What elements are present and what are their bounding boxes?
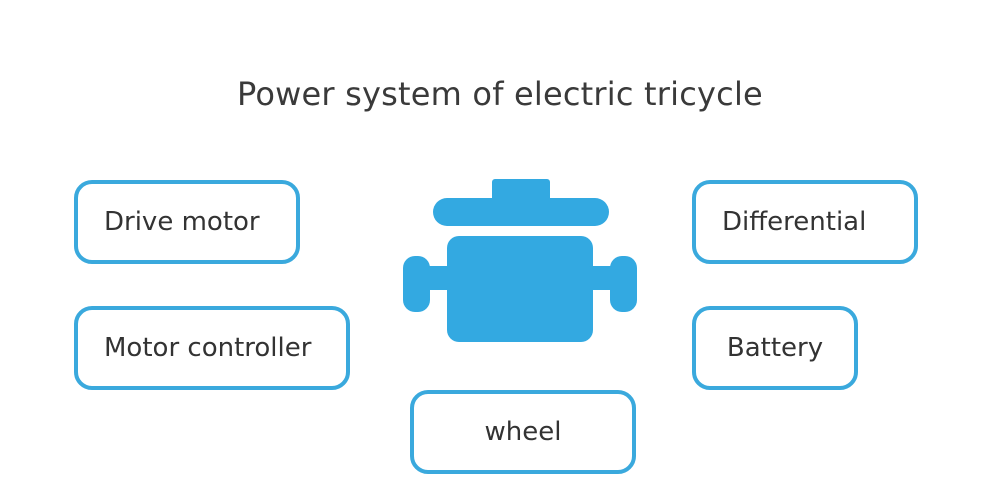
engine-icon xyxy=(403,179,637,342)
component-label: wheel xyxy=(484,417,562,447)
engine-icon-shape xyxy=(403,179,637,342)
diagram-title: Power system of electric tricycle xyxy=(237,75,763,113)
component-battery: Battery xyxy=(692,306,858,390)
component-motor-controller: Motor controller xyxy=(74,306,350,390)
component-label: Motor controller xyxy=(104,333,312,363)
component-wheel: wheel xyxy=(410,390,636,474)
component-label: Drive motor xyxy=(104,207,260,237)
component-differential: Differential xyxy=(692,180,918,264)
component-label: Battery xyxy=(726,333,824,363)
component-label: Differential xyxy=(722,207,867,237)
component-drive-motor: Drive motor xyxy=(74,180,300,264)
